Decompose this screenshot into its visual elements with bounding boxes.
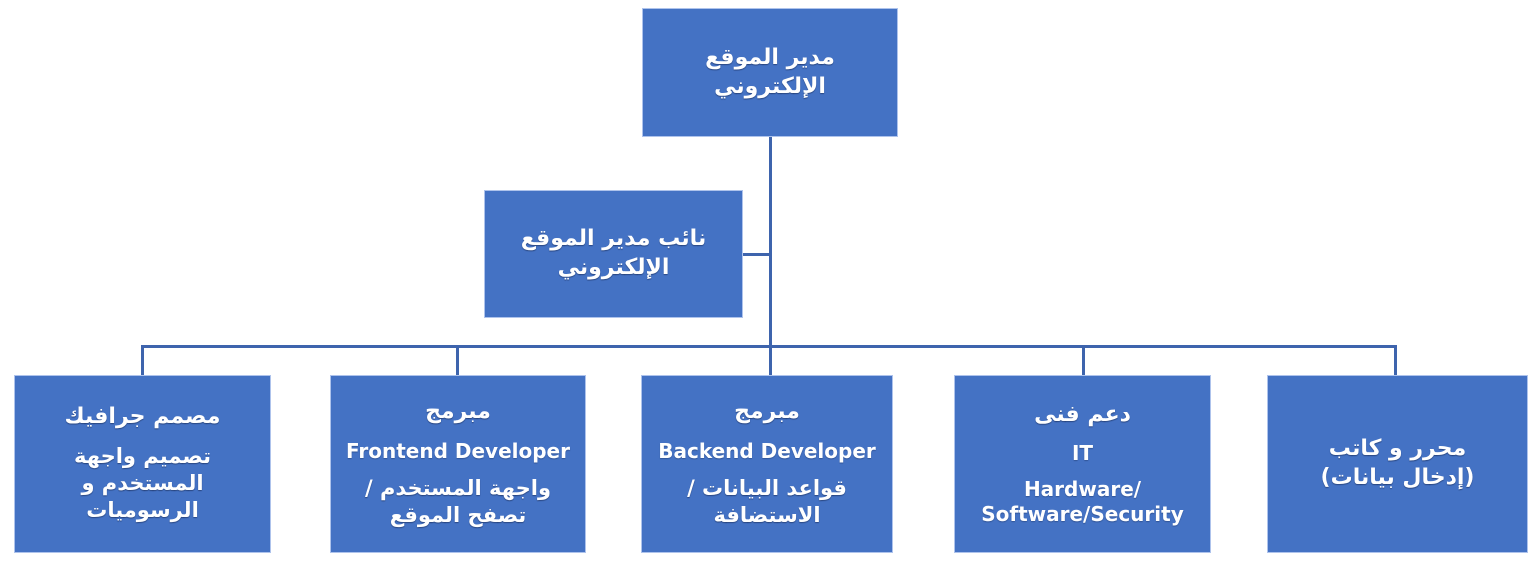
node-role-en: Frontend Developer — [346, 439, 570, 463]
node-subtitle: قواعد البيانات / الاستضافة — [687, 476, 847, 528]
org-node-it-support[interactable]: دعم فنى IT Hardware/ Software/Security — [954, 375, 1211, 553]
org-node-site-manager[interactable]: مدير الموقع الإلكتروني — [642, 8, 898, 137]
connector-drop-child-4 — [1082, 345, 1085, 376]
org-node-editor-writer[interactable]: محرر و كاتب (إدخال بيانات) — [1267, 375, 1528, 553]
node-detail-line: Hardware/ — [1023, 477, 1142, 502]
node-title: مبرمج — [425, 399, 491, 425]
node-detail-line: Software/Security — [981, 502, 1184, 527]
org-node-frontend-developer[interactable]: مبرمج Frontend Developer واجهة المستخدم … — [330, 375, 586, 553]
node-line-group: Hardware/ Software/Security — [981, 477, 1184, 527]
node-subtitle: تصميم واجهة المستخدم و الرسوميات — [74, 443, 211, 523]
org-node-deputy-manager[interactable]: نائب مدير الموقع الإلكتروني — [484, 190, 743, 318]
connector-drop-child-5 — [1394, 345, 1397, 376]
node-title: مدير الموقع الإلكتروني — [705, 44, 835, 99]
node-title: مصمم جرافيك — [64, 404, 221, 430]
node-subtitle: واجهة المستخدم / تصفح الموقع — [364, 476, 552, 528]
node-role-en: IT — [1071, 441, 1094, 466]
node-title: محرر و كاتب (إدخال بيانات) — [1320, 436, 1475, 490]
node-role-en: Backend Developer — [658, 439, 876, 463]
node-title: دعم فنى — [1034, 401, 1131, 427]
connector-trunk — [769, 137, 772, 376]
org-node-backend-developer[interactable]: مبرمج Backend Developer قواعد البيانات /… — [641, 375, 893, 553]
connector-rail — [141, 345, 1397, 348]
connector-deputy — [743, 253, 771, 256]
org-node-graphic-designer[interactable]: مصمم جرافيك تصميم واجهة المستخدم و الرسو… — [14, 375, 271, 553]
node-title: نائب مدير الموقع الإلكتروني — [520, 226, 707, 280]
node-title: مبرمج — [734, 399, 800, 425]
connector-drop-child-1 — [141, 345, 144, 376]
connector-drop-child-2 — [456, 345, 459, 376]
